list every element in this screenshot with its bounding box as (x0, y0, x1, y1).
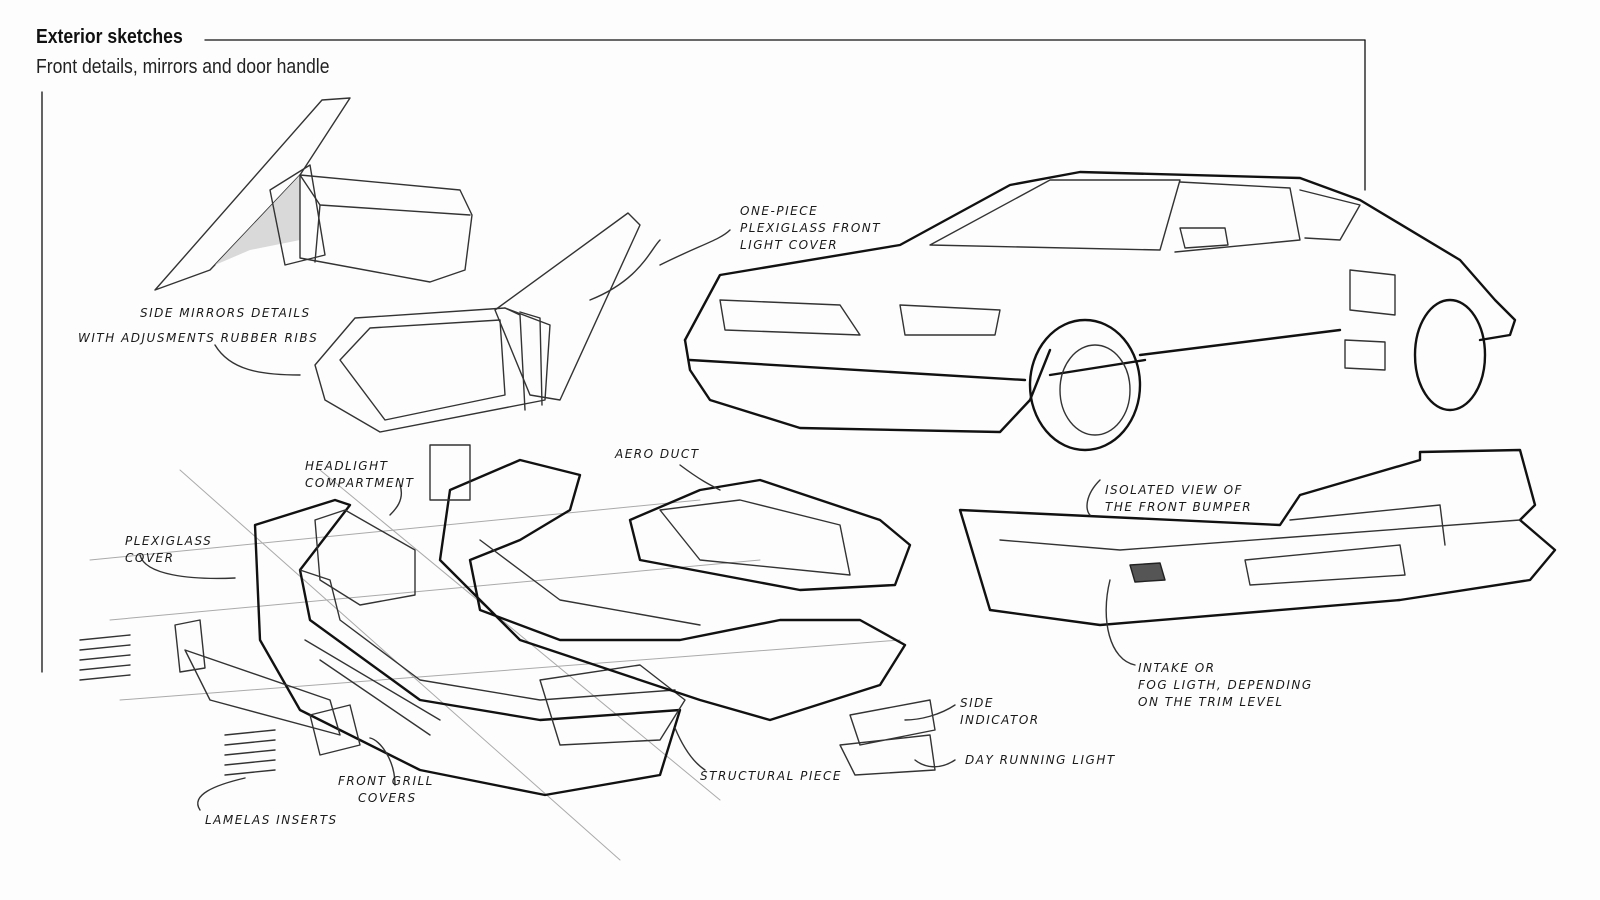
annotation-headlight-compartment: HEADLIGHT COMPARTMENT (305, 458, 414, 492)
annotation-side-mirrors: SIDE MIRRORS DETAILS (140, 305, 311, 322)
annotation-line: HEADLIGHT (305, 459, 389, 473)
annotation-line: COMPARTMENT (305, 476, 415, 490)
annotation-line: INTAKE OR (1138, 661, 1216, 675)
isolated-bumper-sketch (958, 448, 1557, 627)
annotation-line: COVERS (358, 791, 417, 805)
annotation-line: INDICATOR (960, 713, 1040, 727)
side-mirror-sketch-2 (314, 212, 641, 433)
annotation-line: LIGHT COVER (740, 238, 839, 252)
annotation-line: SIDE MIRRORS DETAILS (140, 306, 311, 320)
floor-guides (89, 469, 901, 861)
annotation-line: ISOLATED VIEW OF (1105, 483, 1243, 497)
annotation-front-light-cover: ONE-PIECE PLEXIGLASS FRONT LIGHT COVER (740, 203, 881, 254)
annotation-line: THE FRONT BUMPER (1105, 500, 1253, 514)
page-subtitle: Front details, mirrors and door handle (36, 56, 330, 78)
annotation-line: FOG LIGTH, DEPENDING (1138, 678, 1313, 692)
annotation-side-indicator: SIDE INDICATOR (960, 695, 1040, 729)
page-title: Exterior sketches (36, 26, 183, 48)
side-mirror-sketch-1 (154, 97, 473, 291)
annotation-line: WITH ADJUSMENTS RUBBER RIBS (78, 331, 319, 345)
annotation-structural-piece: STRUCTURAL PIECE (700, 769, 842, 783)
annotation-line: ON THE TRIM LEVEL (1138, 695, 1284, 709)
annotation-day-running-light: DAY RUNNING LIGHT (965, 753, 1116, 767)
frame-lines (41, 39, 1366, 673)
annotation-intake: INTAKE OR FOG LIGTH, DEPENDING ON THE TR… (1138, 660, 1313, 711)
leader-lines (139, 229, 1136, 811)
exploded-parts-sketch (79, 444, 936, 797)
annotation-line: PLEXIGLASS FRONT (740, 221, 882, 235)
annotation-aero-duct: AERO DUCT (615, 447, 700, 461)
annotation-line: COVER (125, 551, 175, 565)
annotation-side-mirrors-ribs: WITH ADJUSMENTS RUBBER RIBS (78, 330, 318, 347)
annotation-line: SIDE (960, 696, 994, 710)
annotation-line: PLEXIGLASS (125, 534, 213, 548)
annotation-front-grill-covers: FRONT GRILL COVERS (338, 773, 434, 807)
annotation-line: ONE-PIECE (740, 204, 819, 218)
annotation-plexiglass-cover: PLEXIGLASS COVER (125, 533, 212, 567)
annotation-isolated-bumper: ISOLATED VIEW OF THE FRONT BUMPER (1105, 482, 1252, 516)
car-sketch (683, 170, 1517, 452)
annotation-line: FRONT GRILL (338, 774, 434, 788)
annotation-lamelas-inserts: LAMELAS INSERTS (205, 813, 338, 827)
